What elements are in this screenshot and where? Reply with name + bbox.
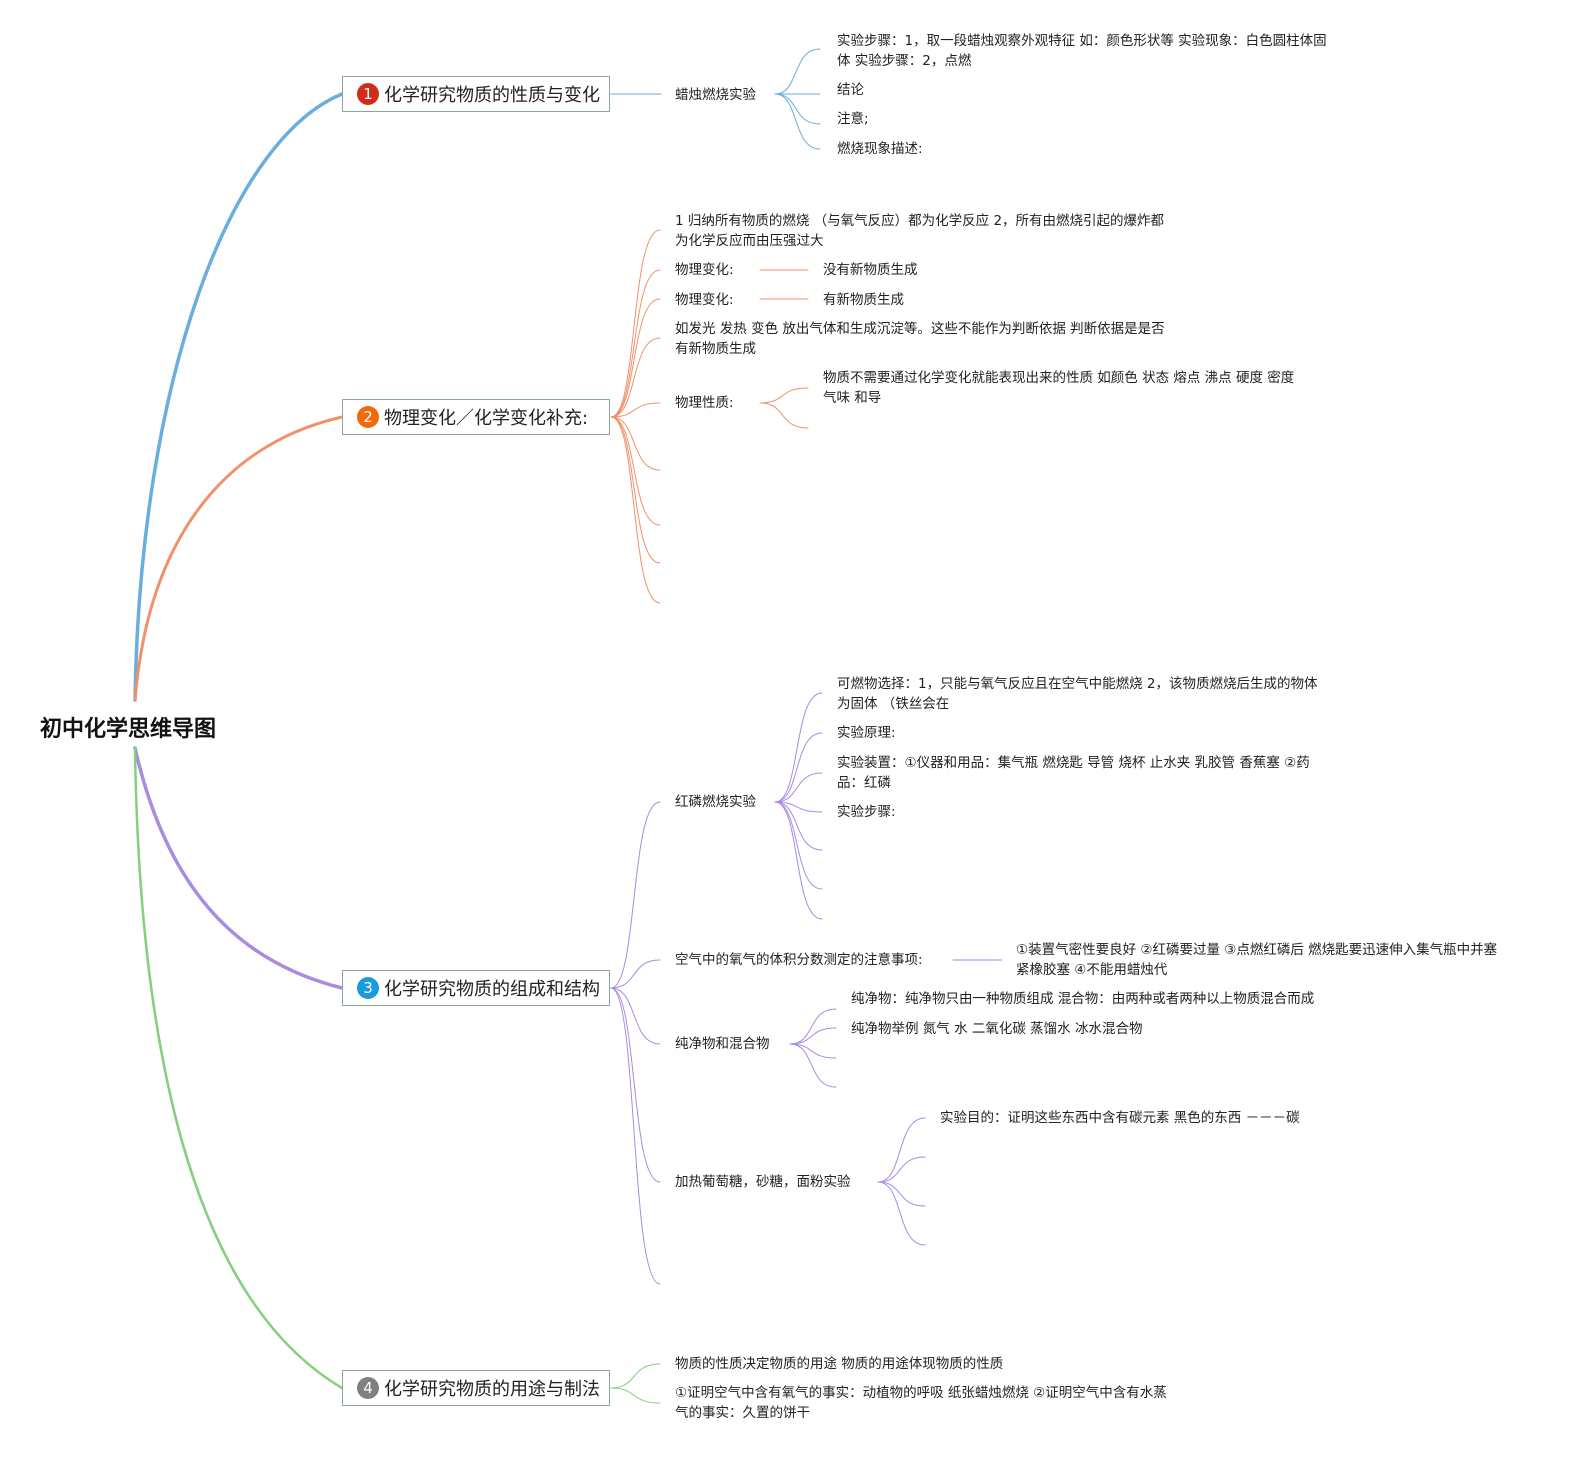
branch-3-label: 化学研究物质的组成和结构 <box>384 979 600 1000</box>
link-b3-item-4 <box>610 987 661 1183</box>
link-property-child-1 <box>759 387 809 404</box>
candle-conclusion[interactable]: 结论 <box>837 82 864 98</box>
red-phosphorus-topic[interactable]: 红磷燃烧实验 <box>675 794 756 810</box>
link-b3-item-3 <box>610 987 661 1045</box>
link-b2-item-2 <box>610 269 661 418</box>
fuel-selection[interactable]: 可燃物选择：1，只能与氧气反应且在空气中能燃烧 2，该物质燃烧后生成的物体为固体… <box>837 676 1318 712</box>
branch-1-topic[interactable]: 1 化学研究物质的性质与变化 <box>342 76 610 112</box>
link-candle-child-1 <box>774 48 821 95</box>
link-property-child-2 <box>759 402 809 429</box>
air-evidence[interactable]: ①证明空气中含有氧气的事实：动植物的呼吸 纸张蜡烛燃烧 ②证明空气中含有水蒸气的… <box>675 1385 1167 1421</box>
link-pure-child-4 <box>789 1043 837 1088</box>
branch-3-topic[interactable]: 3 化学研究物质的组成和结构 <box>342 970 610 1006</box>
link-redp-child-3 <box>774 772 823 803</box>
heating-purpose[interactable]: 实验目的：证明这些东西中含有碳元素 黑色的东西 －－－碳 <box>940 1110 1300 1126</box>
number-badge-2: 2 <box>357 406 379 428</box>
link-redp-child-2 <box>774 732 823 803</box>
link-candle-child-4 <box>774 93 821 150</box>
experiment-apparatus[interactable]: 实验装置：①仪器和用品：集气瓶 燃烧匙 导管 烧杯 止水夹 乳胶管 香蕉塞 ②药… <box>837 755 1310 791</box>
link-b4-item-2 <box>610 1387 661 1404</box>
experiment-steps[interactable]: 实验步骤: <box>837 804 896 820</box>
link-redp-child-4 <box>774 801 823 813</box>
number-badge-4: 4 <box>357 1377 379 1399</box>
physical-change-2-detail[interactable]: 有新物质生成 <box>823 292 904 308</box>
link-heat-child-1 <box>877 1117 926 1183</box>
oxygen-measurement-topic[interactable]: 空气中的氧气的体积分数测定的注意事项: <box>675 952 923 968</box>
link-b3-item-2 <box>610 959 661 989</box>
link-root-branch-3 <box>133 746 344 990</box>
physical-change-1[interactable]: 物理变化: <box>675 262 734 278</box>
link-heat-child-3 <box>877 1181 926 1207</box>
oxygen-measurement-detail[interactable]: ①装置气密性要良好 ②红磷要过量 ③点燃红磷后 燃烧匙要迅速伸入集气瓶中并塞紧橡… <box>1016 942 1498 978</box>
link-b2-item-6 <box>610 416 661 471</box>
link-b3-item-1 <box>610 801 661 989</box>
link-candle-child-3 <box>774 93 821 125</box>
link-b2-item-1 <box>610 229 661 418</box>
physical-change-1-detail[interactable]: 没有新物质生成 <box>823 262 918 278</box>
branch-4-topic[interactable]: 4 化学研究物质的用途与制法 <box>342 1370 610 1406</box>
link-root-branch-2 <box>133 415 344 702</box>
experiment-principle[interactable]: 实验原理: <box>837 725 896 741</box>
link-redp-child-6 <box>774 801 823 890</box>
property-use-relation[interactable]: 物质的性质决定物质的用途 物质的用途体现物质的性质 <box>675 1356 1004 1372</box>
number-badge-1: 1 <box>357 83 379 105</box>
number-badge-3: 3 <box>357 977 379 999</box>
root-topic[interactable]: 初中化学思维导图 <box>40 717 217 742</box>
candle-experiment-topic[interactable]: 蜡烛燃烧实验 <box>675 87 756 103</box>
pure-mixture-topic[interactable]: 纯净物和混合物 <box>675 1036 770 1052</box>
link-b2-item-8 <box>610 416 661 564</box>
link-b2-item-9 <box>610 416 661 604</box>
branch-4-label: 化学研究物质的用途与制法 <box>384 1379 600 1400</box>
candle-notes[interactable]: 注意; <box>837 111 869 127</box>
branch-2-label: 物理变化／化学变化补充: <box>384 408 589 429</box>
combustion-summary[interactable]: 1 归纳所有物质的燃烧 （与氧气反应）都为化学反应 2，所有由燃烧引起的爆炸都为… <box>675 213 1165 249</box>
link-b3-item-5 <box>610 987 661 1285</box>
link-pure-child-3 <box>789 1043 837 1059</box>
link-b2-item-4 <box>610 337 661 418</box>
physical-property[interactable]: 物理性质: <box>675 395 734 411</box>
link-b2-item-7 <box>610 416 661 526</box>
phenomena-note[interactable]: 如发光 发热 变色 放出气体和生成沉淀等。这些不能作为判断依据 判断依据是是否有… <box>675 321 1165 357</box>
link-pure-child-2 <box>789 1027 837 1045</box>
link-b4-item-1 <box>610 1363 661 1389</box>
link-root-branch-4 <box>133 746 344 1390</box>
pure-examples[interactable]: 纯净物举例 氮气 水 二氧化碳 蒸馏水 冰水混合物 <box>851 1021 1143 1037</box>
link-redp-child-5 <box>774 801 823 851</box>
link-redp-child-7 <box>774 801 823 920</box>
physical-property-detail[interactable]: 物质不需要通过化学变化就能表现出来的性质 如颜色 状态 熔点 沸点 硬度 密度 … <box>823 370 1295 406</box>
branch-2-topic[interactable]: 2 物理变化／化学变化补充: <box>342 399 610 435</box>
candle-phenomenon[interactable]: 燃烧现象描述: <box>837 141 923 157</box>
physical-change-2[interactable]: 物理变化: <box>675 292 734 308</box>
link-heat-child-2 <box>877 1156 926 1183</box>
link-b2-item-3 <box>610 298 661 418</box>
link-root-branch-1 <box>133 92 344 702</box>
branch-1-label: 化学研究物质的性质与变化 <box>384 85 600 106</box>
link-pure-child-1 <box>789 1008 837 1045</box>
link-redp-child-1 <box>774 692 823 803</box>
candle-steps[interactable]: 实验步骤：1，取一段蜡烛观察外观特征 如：颜色形状等 实验现象：白色圆柱体固体 … <box>837 33 1327 69</box>
link-heat-child-4 <box>877 1181 926 1246</box>
pure-definition[interactable]: 纯净物：纯净物只由一种物质组成 混合物：由两种或者两种以上物质混合而成 <box>851 991 1315 1007</box>
heating-experiment-topic[interactable]: 加热葡萄糖，砂糖，面粉实验 <box>675 1174 851 1190</box>
link-b2-item-5 <box>610 402 661 418</box>
